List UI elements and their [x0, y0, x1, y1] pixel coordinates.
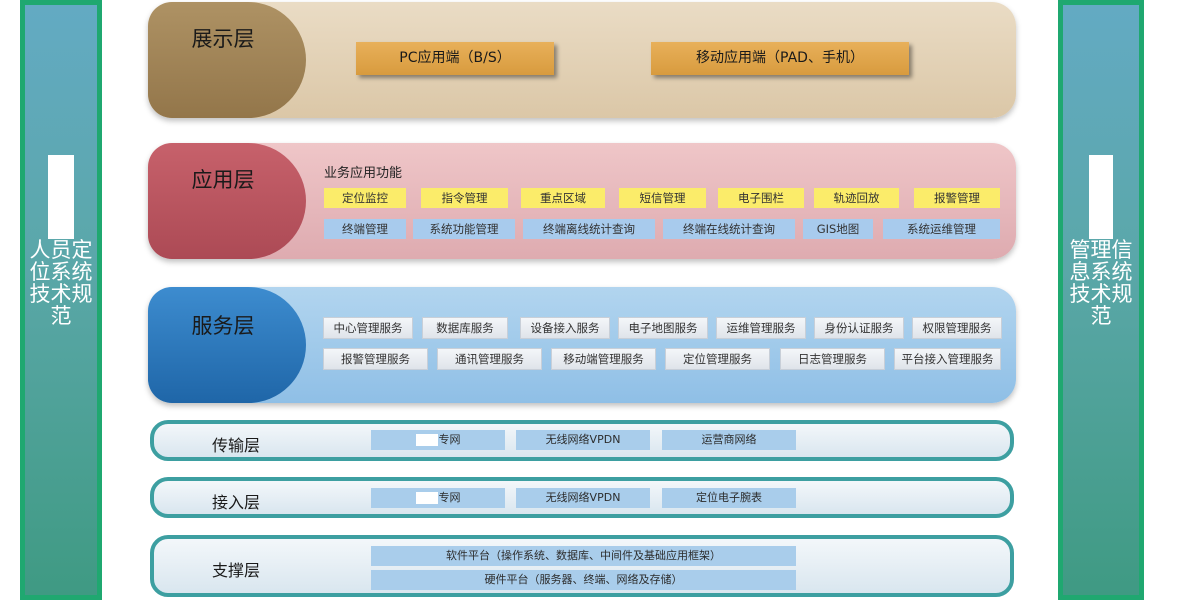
- service-tag: 中心管理服务: [323, 317, 413, 339]
- service-tag: 定位管理服务: [665, 348, 770, 370]
- service-tag: 报警管理服务: [323, 348, 428, 370]
- app-function-tag: GIS地图: [803, 219, 873, 239]
- service-tag: 日志管理服务: [780, 348, 885, 370]
- service-layer: 服务层 中心管理服务 数据库服务 设备接入服务 电子地图服务 运维管理服务 身份…: [148, 287, 1016, 403]
- application-layer: 应用层 业务应用功能 定位监控 指令管理 重点区域 短信管理 电子围栏 轨迹回放…: [148, 143, 1016, 259]
- support-item: 软件平台（操作系统、数据库、中间件及基础应用框架）: [371, 546, 796, 566]
- access-layer: 接入层 专网 无线网络VPDN 定位电子腕表: [150, 477, 1014, 518]
- transport-layer: 传输层 专网 无线网络VPDN 运营商网络: [150, 420, 1014, 461]
- support-layer: 支撑层 软件平台（操作系统、数据库、中间件及基础应用框架） 硬件平台（服务器、终…: [150, 535, 1014, 597]
- left-sidebar-title: 人员定位系统技术规范: [29, 238, 93, 328]
- access-item: 定位电子腕表: [662, 488, 796, 508]
- redacted-mark: [415, 434, 438, 446]
- service-tag: 权限管理服务: [912, 317, 1002, 339]
- left-sidebar: 人员定位系统技术规范: [20, 0, 102, 600]
- access-layer-label: 接入层: [212, 493, 261, 512]
- display-layer-cap: 展示层: [148, 2, 306, 118]
- app-function-tag: 报警管理: [914, 188, 1000, 208]
- service-tag: 身份认证服务: [814, 317, 904, 339]
- app-function-tag: 重点区域: [521, 188, 605, 208]
- redacted-mark: [48, 155, 74, 239]
- transport-item: 运营商网络: [662, 430, 796, 450]
- service-tag: 平台接入管理服务: [894, 348, 1001, 370]
- app-function-tag: 轨迹回放: [814, 188, 899, 208]
- app-function-tag: 电子围栏: [718, 188, 804, 208]
- service-layer-label: 服务层: [191, 314, 255, 338]
- app-function-tag: 系统功能管理: [413, 219, 515, 239]
- support-item: 硬件平台（服务器、终端、网络及存储）: [371, 570, 796, 590]
- access-item: 专网: [371, 488, 505, 508]
- mobile-client-box: 移动应用端（PAD、手机）: [651, 42, 909, 75]
- service-tag: 运维管理服务: [716, 317, 806, 339]
- right-sidebar-title: 管理信息系统技术规范: [1069, 238, 1133, 328]
- transport-item: 无线网络VPDN: [516, 430, 650, 450]
- redacted-mark: [415, 492, 438, 504]
- service-layer-cap: 服务层: [148, 287, 306, 403]
- transport-item: 专网: [371, 430, 505, 450]
- application-layer-cap: 应用层: [148, 143, 306, 259]
- application-layer-label: 应用层: [191, 168, 255, 192]
- app-function-tag: 短信管理: [619, 188, 706, 208]
- app-function-tag: 指令管理: [421, 188, 508, 208]
- display-layer: 展示层 PC应用端（B/S） 移动应用端（PAD、手机）: [148, 2, 1016, 118]
- app-function-tag: 系统运维管理: [883, 219, 1000, 239]
- service-tag: 通讯管理服务: [437, 348, 542, 370]
- app-function-tag: 定位监控: [324, 188, 406, 208]
- service-tag: 设备接入服务: [520, 317, 610, 339]
- transport-item-text: 专网: [438, 433, 461, 446]
- redacted-mark: [1089, 155, 1113, 239]
- application-subtitle: 业务应用功能: [324, 166, 403, 181]
- service-tag: 移动端管理服务: [551, 348, 656, 370]
- display-layer-label: 展示层: [191, 27, 255, 51]
- access-item: 无线网络VPDN: [516, 488, 650, 508]
- transport-layer-label: 传输层: [212, 436, 261, 455]
- support-layer-label: 支撑层: [212, 561, 261, 580]
- service-tag: 电子地图服务: [618, 317, 708, 339]
- right-sidebar: 管理信息系统技术规范: [1058, 0, 1144, 600]
- app-function-tag: 终端管理: [324, 219, 406, 239]
- access-item-text: 专网: [438, 491, 461, 504]
- pc-client-box: PC应用端（B/S）: [356, 42, 554, 75]
- service-tag: 数据库服务: [422, 317, 508, 339]
- app-function-tag: 终端在线统计查询: [663, 219, 795, 239]
- app-function-tag: 终端离线统计查询: [523, 219, 655, 239]
